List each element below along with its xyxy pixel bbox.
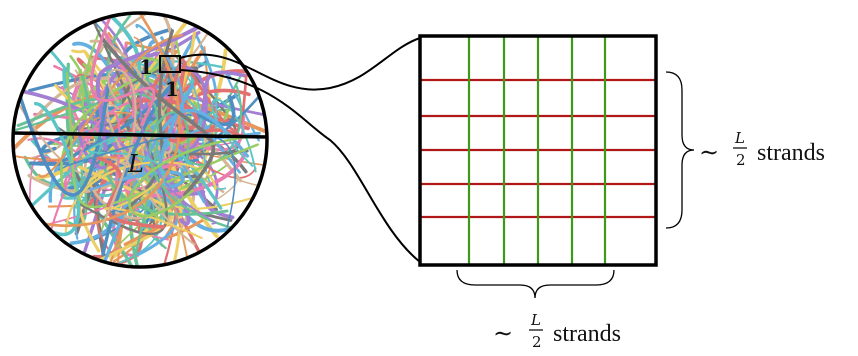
bottom-fraction-numerator: L <box>530 311 541 329</box>
bottom-annotation: ∼ L 2 strands <box>493 311 621 351</box>
yarn-strand <box>16 82 111 197</box>
yarn-strand <box>90 13 156 127</box>
bottom-brace <box>456 269 615 299</box>
diameter-line <box>12 131 268 139</box>
yarn-strand <box>123 219 204 246</box>
bottom-strands-label: strands <box>553 321 621 347</box>
right-tilde: ∼ <box>699 138 719 166</box>
yarn-strand <box>128 135 249 218</box>
zoom-connector-lower <box>179 69 421 263</box>
vertical-strands <box>467 36 607 265</box>
right-strands-label: strands <box>757 140 825 166</box>
bottom-tilde: ∼ <box>493 319 513 347</box>
yarn-strand <box>64 160 217 233</box>
patch-width-label: 1 <box>139 55 153 79</box>
patch-height-label: 1 <box>165 77 179 101</box>
zoom-connector-upper <box>179 37 421 91</box>
diameter-label: L <box>127 150 144 178</box>
yarn-strand <box>75 22 168 236</box>
right-fraction-numerator: L <box>734 129 745 147</box>
right-annotation: ∼ L 2 strands <box>699 129 825 169</box>
yarn-strand <box>41 13 181 227</box>
yarn-strand <box>61 85 172 256</box>
yarn-strands <box>13 13 267 267</box>
yarn-strand <box>101 68 137 226</box>
yarn-strand <box>118 83 194 189</box>
yarn-strand <box>49 111 121 235</box>
bottom-fraction-denominator: 2 <box>532 333 542 351</box>
magnified-grid <box>418 34 658 267</box>
yarn-strand <box>89 24 184 191</box>
yarn-strand <box>20 89 191 226</box>
yarn-strand <box>139 58 216 225</box>
right-fraction-denominator: 2 <box>736 151 746 169</box>
zoom-connector <box>179 37 421 263</box>
yarn-strand <box>180 56 248 132</box>
magnified-grid-outline <box>418 34 658 267</box>
right-brace <box>665 71 695 229</box>
yarn-strand <box>13 92 160 256</box>
yarn-strand <box>123 29 174 213</box>
yarn-strand <box>168 72 236 127</box>
unit-patch-square <box>159 55 181 73</box>
yarn-strand <box>148 111 233 230</box>
yarn-strand <box>103 171 203 240</box>
yarn-ball-outline <box>11 11 269 269</box>
yarn-ball <box>11 11 269 269</box>
yarn-strand <box>96 156 166 229</box>
yarn-strand <box>100 36 216 197</box>
